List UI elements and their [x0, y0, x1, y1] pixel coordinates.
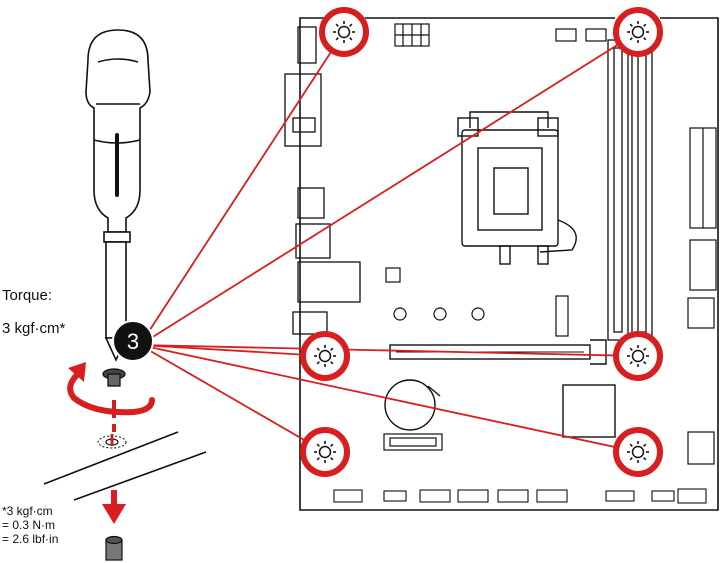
mounting-hole-icon[interactable]: [616, 334, 660, 378]
screw-icon: [103, 369, 125, 386]
torque-heading: Torque:: [2, 287, 52, 304]
mounting-hole-icon[interactable]: [303, 334, 347, 378]
fan-headers-top: [556, 29, 606, 41]
down-arrow: [102, 490, 126, 524]
rear-io: [285, 27, 360, 334]
memory-slots: [608, 40, 652, 340]
bottom-headers: [334, 489, 706, 503]
step-number: 3: [127, 329, 139, 354]
cpu-power-connector: [395, 24, 429, 46]
mounting-hole-icon[interactable]: [616, 430, 660, 474]
torque-value: 3 kgf·cm*: [2, 320, 65, 337]
footnote-nm: = 0.3 N·m: [2, 518, 58, 532]
standoff-icon: [106, 537, 122, 561]
mounting-hole-icon[interactable]: [303, 430, 347, 474]
sys-fan-header: [386, 268, 400, 282]
m2-slot: [556, 296, 568, 336]
right-edge-connectors: [688, 128, 716, 464]
sata-connector: [384, 434, 442, 450]
mounting-holes: [303, 10, 660, 474]
mounting-hole-icon[interactable]: [322, 10, 366, 54]
footnote-lbf: = 2.6 lbf·in: [2, 532, 58, 546]
mounting-hole-icon[interactable]: [616, 10, 660, 54]
cmos-battery: [385, 380, 440, 430]
screwdriver-icon: [86, 30, 150, 360]
plate-hole: [98, 434, 126, 448]
footnote-kgf: *3 kgf·cm: [2, 504, 58, 518]
plate-edge: [44, 432, 206, 500]
chipset: [563, 385, 615, 437]
step-badge: 3: [113, 321, 153, 361]
m2-standoff-holes: [394, 308, 484, 320]
torque-footnote: *3 kgf·cm = 0.3 N·m = 2.6 lbf·in: [2, 504, 58, 546]
